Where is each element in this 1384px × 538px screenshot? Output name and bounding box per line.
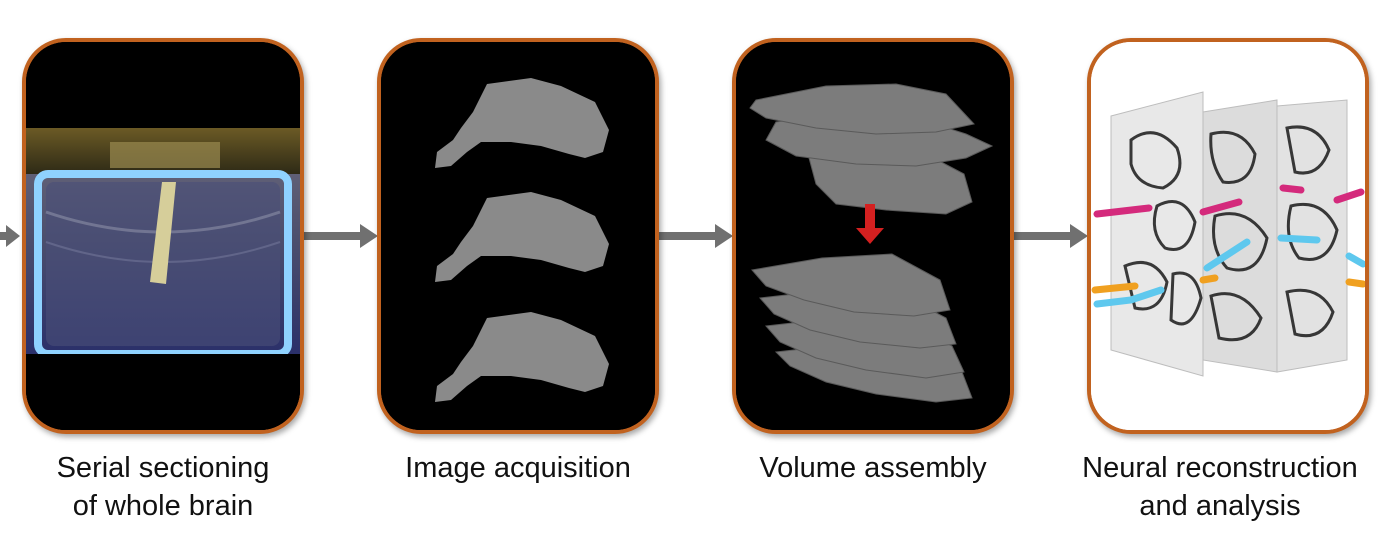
incoming-arrow [0,225,20,247]
step1-caption-line2: of whole brain [72,490,254,522]
step3-frame [732,38,1014,434]
step1-frame [22,38,304,434]
step3-caption: Volume assembly [732,449,1014,487]
neuron-tracing-icon [1091,42,1365,430]
step2-caption-line1: Image acquisition [405,452,631,484]
arrow-step3-to-step4 [1012,224,1088,248]
step4-caption-line1: Neural reconstruction [1082,452,1358,484]
brain-section-images-icon [381,42,655,430]
step4-caption: Neural reconstruction and analysis [1062,449,1378,525]
step4-caption-line2: and analysis [1139,490,1301,522]
step1-caption: Serial sectioning of whole brain [22,449,304,525]
step4-frame [1087,38,1369,434]
volume-stack-icon [736,42,1010,430]
microtome-knife-icon [26,42,300,430]
assembly-arrow [856,204,884,244]
arrow-step1-to-step2 [302,224,378,248]
step1-caption-line1: Serial sectioning [56,452,270,484]
arrow-step2-to-step3 [657,224,733,248]
step2-caption: Image acquisition [377,449,659,487]
step3-caption-line1: Volume assembly [759,452,987,484]
step2-frame [377,38,659,434]
